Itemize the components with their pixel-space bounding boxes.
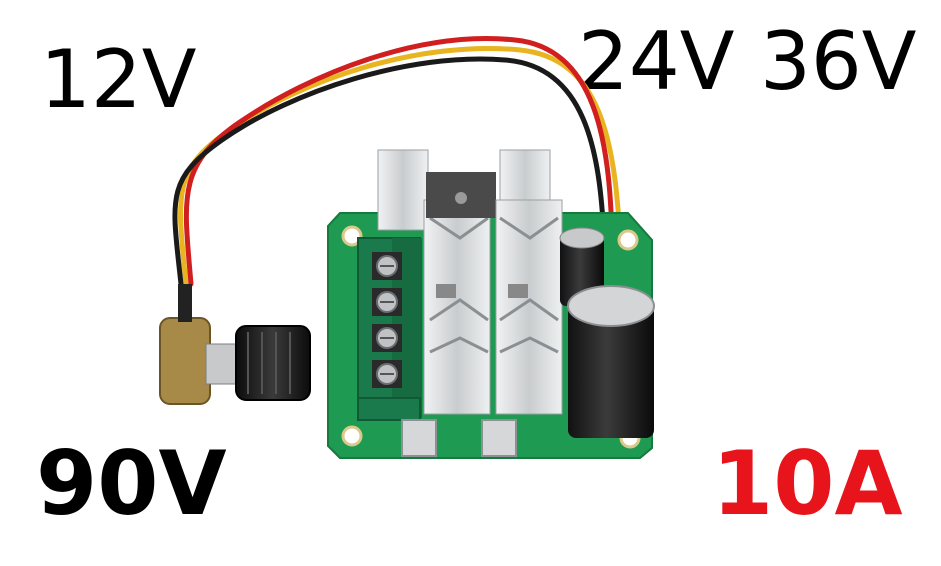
current-10a-label: 10A: [712, 432, 903, 535]
wire-red: [183, 36, 615, 287]
voltage-24v-36v-label: 24V 36V: [578, 15, 917, 108]
mount-hole: [341, 225, 363, 247]
heatsink-right: [495, 149, 563, 415]
terminal-screw: [372, 324, 402, 352]
terminal-screw: [372, 252, 402, 280]
mount-hole: [341, 425, 363, 447]
terminal-screw: [372, 288, 402, 316]
heatsink-left: [377, 149, 496, 415]
capacitor-large: [567, 285, 655, 438]
terminal-screw: [372, 360, 402, 388]
mount-hole: [617, 229, 639, 251]
potentiometer: [159, 284, 311, 405]
terminal-block: [357, 237, 422, 421]
voltage-12v-label: 12V: [40, 33, 197, 126]
voltage-90v-label: 90V: [36, 432, 227, 535]
wire-yellow: [178, 45, 623, 287]
wire-harness: [172, 36, 623, 287]
fuse-clips: [401, 419, 517, 457]
wire-black: [172, 56, 607, 287]
